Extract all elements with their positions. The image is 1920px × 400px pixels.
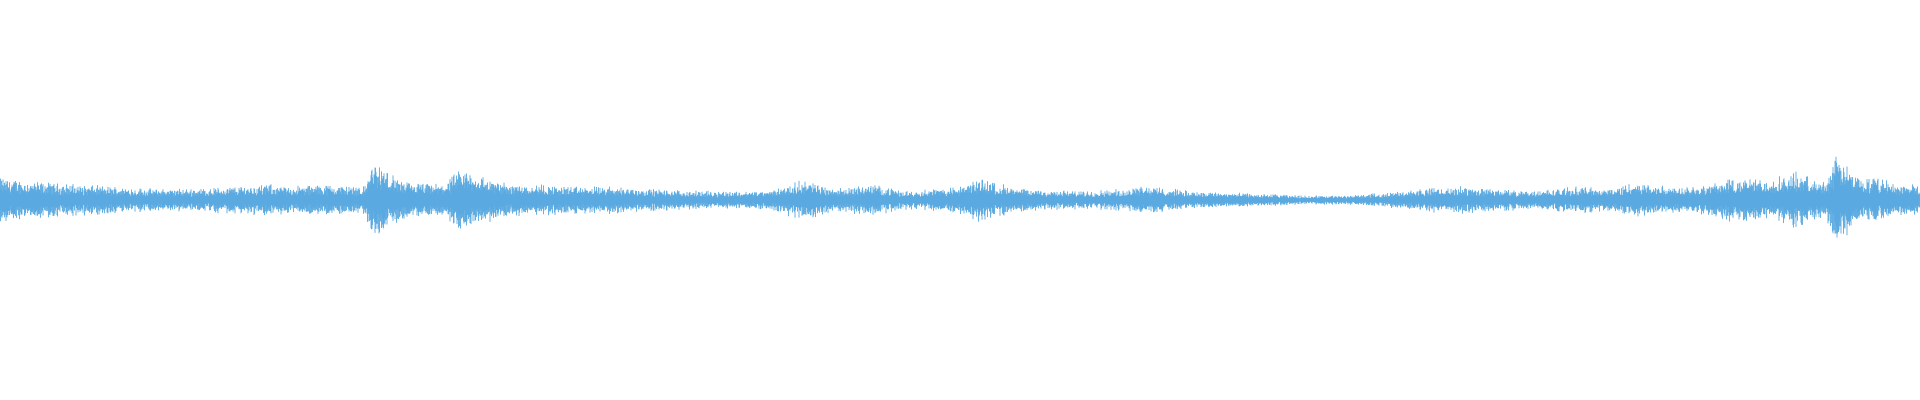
waveform-series [0,156,1920,238]
